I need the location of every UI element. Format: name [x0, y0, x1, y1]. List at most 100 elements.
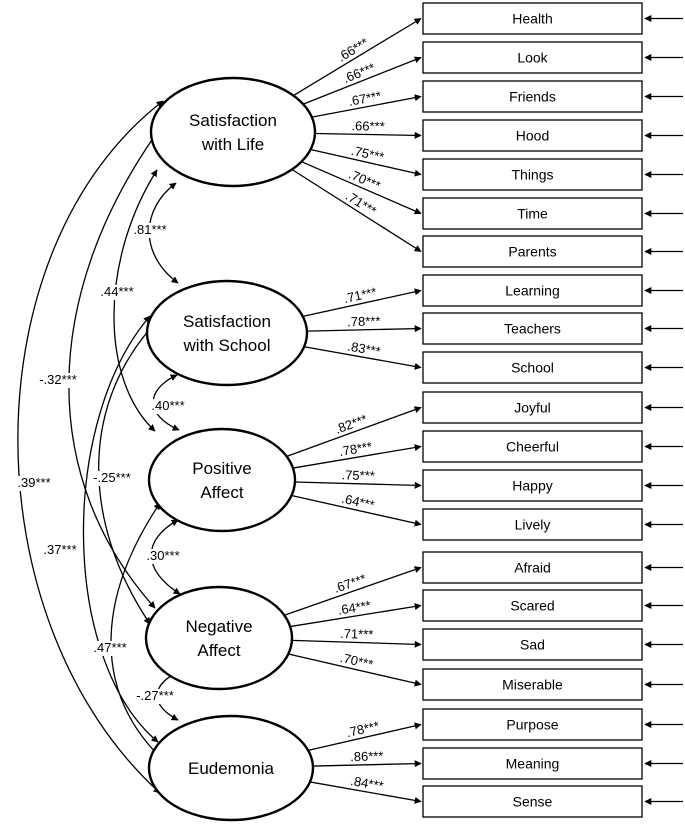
latent-label-sws-0: Satisfaction	[183, 312, 271, 331]
loading-arrow-friends	[311, 94, 422, 118]
correlation-value-na-eud: -.27***	[136, 688, 174, 703]
loading-arrow-school	[304, 346, 422, 370]
correlation-label-bg	[38, 543, 82, 558]
indicator-label-sense: Sense	[513, 794, 553, 810]
latent-sws	[145, 279, 309, 387]
correlation-value-pa-na: .30***	[146, 548, 179, 563]
latent-pa	[147, 427, 297, 533]
latent-label-sws-1: with School	[183, 336, 271, 355]
indicator-box-things	[422, 158, 643, 191]
loading-arrow-cheerful	[292, 444, 422, 469]
loading-value-cheerful: .78***	[338, 439, 373, 459]
latent-swl	[149, 76, 317, 188]
correlation-value-swl-sws: .81***	[133, 222, 166, 237]
loading-arrow-afraid	[284, 566, 422, 616]
loading-value-miserable: .70***	[339, 650, 375, 672]
correlation-value-sws-na: -.25***	[93, 470, 131, 485]
loading-arrow-sense	[309, 781, 422, 804]
correlation-value-sws-pa: .40***	[151, 398, 184, 413]
indicator-label-look: Look	[517, 50, 548, 66]
indicator-label-hood: Hood	[516, 128, 549, 144]
correlation-layer: .81*** .44*** -.32*** .39*** .40*** -.25*** .3…	[12, 100, 190, 794]
latent-label-swl-1: with Life	[201, 135, 264, 154]
indicator-box-happy	[422, 469, 643, 502]
indicator-box-hood	[422, 119, 643, 152]
correlation-value-pa-eud: .47***	[93, 640, 126, 655]
loading-layer: .66***.66***.67***.66***.75***.70***.71*…	[284, 15, 683, 805]
indicator-label-things: Things	[511, 167, 553, 183]
indicator-label-cheerful: Cheerful	[506, 439, 559, 455]
correlation-arc-sws-na	[98, 317, 161, 625]
latent-label-pa-1: Affect	[200, 483, 243, 502]
loading-arrow-lively	[291, 494, 422, 527]
indicator-label-teachers: Teachers	[504, 321, 561, 337]
indicator-box-sad	[422, 628, 643, 661]
indicator-box-friends	[422, 80, 643, 113]
indicator-box-scared	[422, 589, 643, 622]
indicator-box-miserable	[422, 668, 643, 701]
loading-arrow-meaning	[312, 760, 422, 768]
indicator-box-meaning	[422, 747, 643, 780]
indicator-label-miserable: Miserable	[502, 677, 563, 693]
loading-arrow-look	[303, 56, 422, 105]
latent-label-na-1: Affect	[197, 641, 240, 660]
indicator-label-friends: Friends	[509, 89, 556, 105]
indicator-label-parents: Parents	[508, 244, 556, 260]
loading-value-hood: .66***	[351, 118, 385, 134]
loading-arrow-time	[301, 161, 422, 215]
indicator-label-scared: Scared	[510, 598, 554, 614]
loading-arrow-joyful	[286, 406, 422, 458]
loading-value-meaning: .86***	[350, 748, 384, 764]
latent-eud	[147, 714, 315, 822]
loading-arrow-learning	[302, 288, 422, 318]
loading-value-lively: .64***	[340, 491, 376, 513]
loading-value-happy: .75***	[341, 467, 375, 483]
indicator-label-sad: Sad	[520, 637, 545, 653]
indicator-label-learning: Learning	[505, 283, 560, 299]
indicator-box-afraid	[422, 551, 643, 584]
loading-value-school: .83***	[346, 338, 381, 359]
latent-label-pa-0: Positive	[192, 459, 252, 478]
loading-arrow-sad	[291, 639, 422, 648]
loading-value-sense: .84***	[349, 773, 384, 794]
latent-label-swl-0: Satisfaction	[189, 111, 277, 130]
indicator-box-cheerful	[422, 430, 643, 463]
indicator-label-purpose: Purpose	[506, 717, 558, 733]
correlation-arc-sws-eud	[82, 315, 159, 743]
correlation-value-swl-pa: .44***	[100, 284, 133, 299]
indicator-label-lively: Lively	[515, 517, 551, 533]
correlation-value-swl-na: -.32***	[39, 372, 77, 387]
loading-arrow-purpose	[307, 722, 422, 751]
indicator-box-parents	[422, 235, 643, 268]
correlation-label-bg	[133, 689, 177, 704]
correlation-label-bg	[36, 373, 80, 388]
indicator-box-joyful	[422, 391, 643, 424]
loading-value-friends: .67***	[347, 88, 382, 109]
indicator-box-learning	[422, 274, 643, 307]
indicator-label-happy: Happy	[512, 478, 552, 494]
correlation-arc-swl-eud	[17, 100, 164, 794]
loading-value-purpose: .78***	[345, 718, 381, 740]
loading-value-sad: .71***	[340, 626, 374, 642]
indicator-label-joyful: Joyful	[514, 400, 551, 416]
correlation-label-bg	[95, 285, 139, 300]
correlation-value-sws-eud: .37***	[43, 542, 76, 557]
loading-value-teachers: .78***	[347, 313, 381, 329]
loading-value-learning: .71***	[342, 284, 378, 306]
indicator-label-health: Health	[512, 11, 552, 27]
node-layer: HealthLookFriendsHoodThingsTimeParentsLe…	[144, 2, 643, 822]
indicator-label-afraid: Afraid	[514, 560, 551, 576]
correlation-arc-swl-na	[68, 133, 157, 609]
correlation-arc-swl-pa	[113, 169, 158, 432]
indicator-box-purpose	[422, 708, 643, 741]
indicator-label-meaning: Meaning	[506, 756, 560, 772]
correlation-value-swl-eud: .39***	[17, 475, 50, 490]
loading-arrow-miserable	[288, 653, 422, 687]
indicator-box-sense	[422, 785, 643, 818]
latent-na	[144, 585, 294, 691]
indicator-label-school: School	[511, 360, 554, 376]
loading-arrow-scared	[290, 603, 422, 628]
indicator-box-time	[422, 197, 643, 230]
